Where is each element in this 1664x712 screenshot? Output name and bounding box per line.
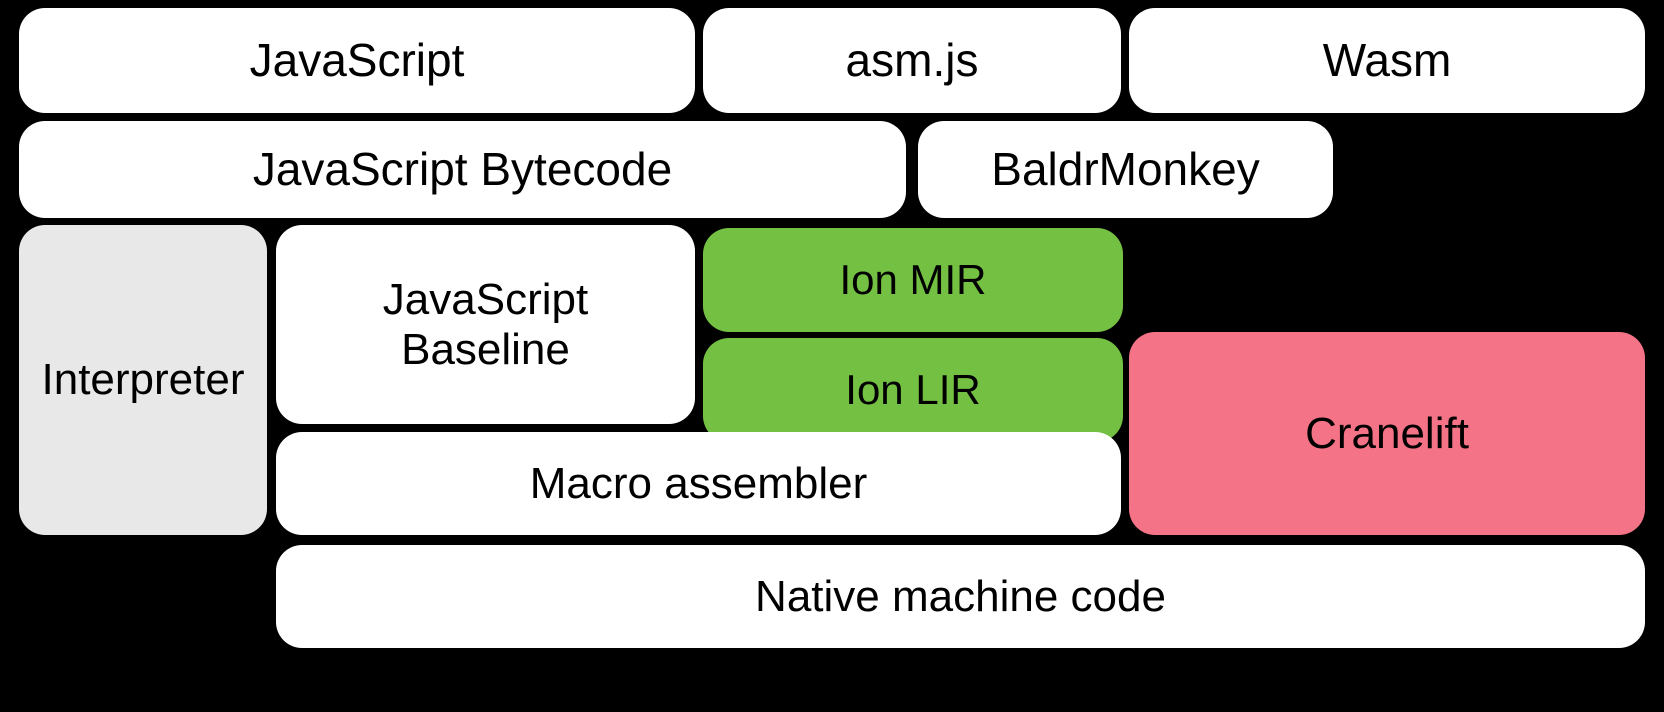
node-label-ion-mir: Ion MIR [839,256,987,304]
node-label-baldrmonkey: BaldrMonkey [991,142,1260,195]
node-native-machine-code: Native machine code [276,545,1645,648]
node-cranelift: Cranelift [1129,332,1645,535]
node-label-cranelift: Cranelift [1305,408,1469,458]
node-label-asmjs: asm.js [845,33,979,86]
node-label-wasm: Wasm [1322,33,1452,86]
node-label-javascript-bytecode: JavaScript Bytecode [252,142,673,195]
node-baldrmonkey: BaldrMonkey [918,121,1333,218]
node-label-interpreter: Interpreter [41,355,245,405]
node-label-ion-lir: Ion LIR [845,366,981,414]
node-macro-assembler: Macro assembler [276,432,1121,535]
node-ion-mir: Ion MIR [703,228,1123,332]
node-label-javascript: JavaScript [249,33,465,86]
node-interpreter: Interpreter [19,225,267,535]
node-label-javascript-baseline: JavaScript Baseline [382,275,589,374]
node-ion-lir: Ion LIR [703,338,1123,442]
node-label-native-machine-code: Native machine code [755,571,1166,621]
node-wasm: Wasm [1129,8,1645,113]
node-asmjs: asm.js [703,8,1121,113]
node-label-macro-assembler: Macro assembler [529,458,868,508]
node-javascript-baseline: JavaScript Baseline [276,225,695,424]
node-javascript-bytecode: JavaScript Bytecode [19,121,906,218]
node-javascript: JavaScript [19,8,695,113]
